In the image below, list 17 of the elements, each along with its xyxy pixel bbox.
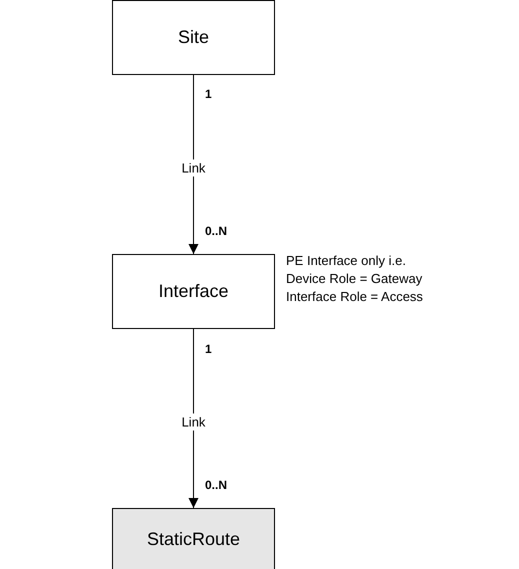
entity-name: Site bbox=[178, 27, 210, 48]
multiplicity-label: 0..N bbox=[205, 224, 228, 238]
entity-box bbox=[112, 254, 275, 329]
entity-name: Interface bbox=[158, 281, 229, 302]
note-text: PE Interface only i.e. bbox=[286, 252, 406, 270]
note-text: Device Role = Gateway bbox=[286, 270, 422, 288]
multiplicity-label: 1 bbox=[205, 87, 212, 101]
entity-name: StaticRoute bbox=[146, 528, 240, 550]
multiplicity-label: 1 bbox=[205, 342, 212, 356]
edge-label: Link bbox=[182, 159, 206, 176]
arrow bbox=[188, 328, 198, 508]
arrow bbox=[188, 74, 198, 254]
entity-box bbox=[112, 508, 275, 569]
edge-label: Link bbox=[182, 413, 206, 430]
multiplicity-label: 0..N bbox=[205, 478, 228, 492]
entity-box bbox=[112, 0, 275, 75]
note-text: Interface Role = Access bbox=[286, 288, 423, 306]
